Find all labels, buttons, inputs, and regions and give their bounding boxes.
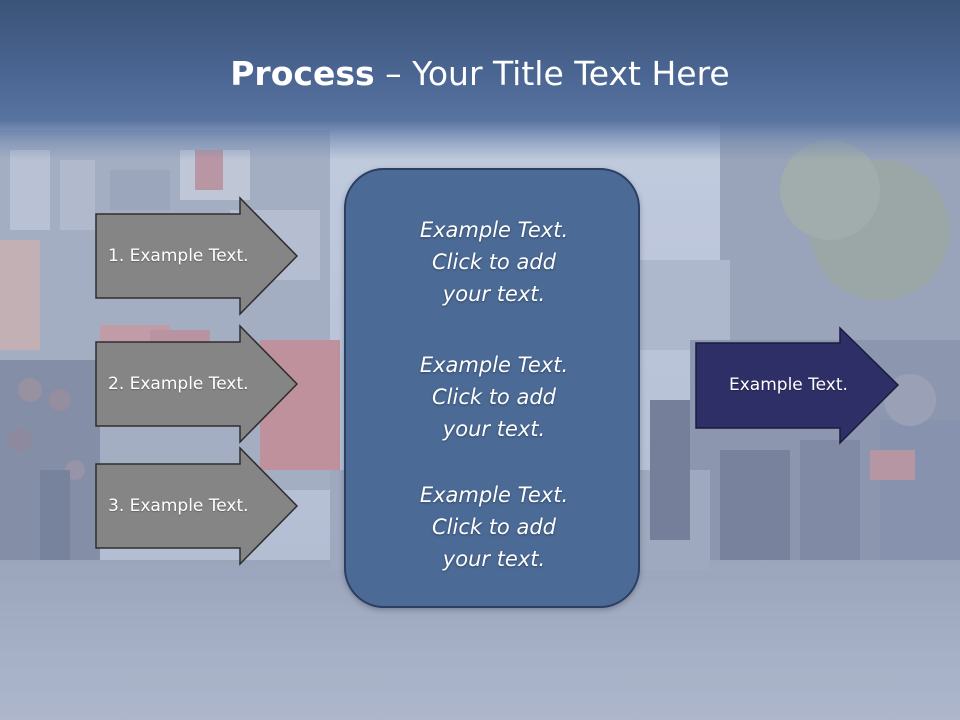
title-band bbox=[0, 0, 960, 160]
center-block-3-line-2: Click to add bbox=[431, 515, 556, 539]
arrow-shape-3[interactable] bbox=[95, 446, 299, 566]
center-block-3-line-1: Example Text. bbox=[419, 483, 569, 507]
center-block-2-line-2: Click to add bbox=[431, 385, 556, 409]
center-block-2-line-1: Example Text. bbox=[419, 353, 569, 377]
center-block-1-line-2: Click to add bbox=[431, 250, 556, 274]
title-rest: – Your Title Text Here bbox=[374, 54, 730, 93]
center-text-box[interactable]: Example Text. Click to add your text. Ex… bbox=[344, 168, 640, 608]
center-block-3-line-3: your text. bbox=[442, 547, 546, 571]
center-block-2-line-3: your text. bbox=[442, 417, 546, 441]
center-block-1-line-3: your text. bbox=[442, 282, 546, 306]
arrow-label-1: 1. Example Text. bbox=[108, 246, 249, 266]
arrow-shape-2[interactable] bbox=[95, 324, 299, 444]
arrow-shape-1[interactable] bbox=[95, 196, 299, 316]
arrow-shape-right[interactable] bbox=[695, 326, 900, 445]
center-block-1: Example Text. Click to add your text. bbox=[346, 214, 642, 310]
center-block-3: Example Text. Click to add your text. bbox=[346, 479, 642, 575]
arrow-label-right: Example Text. bbox=[729, 375, 848, 395]
title-bold: Process bbox=[230, 54, 375, 93]
arrow-label-2: 2. Example Text. bbox=[108, 374, 249, 394]
page-title[interactable]: Process – Your Title Text Here bbox=[0, 52, 960, 96]
center-block-1-line-1: Example Text. bbox=[419, 218, 569, 242]
arrow-label-3: 3. Example Text. bbox=[108, 496, 249, 516]
center-block-2: Example Text. Click to add your text. bbox=[346, 349, 642, 445]
